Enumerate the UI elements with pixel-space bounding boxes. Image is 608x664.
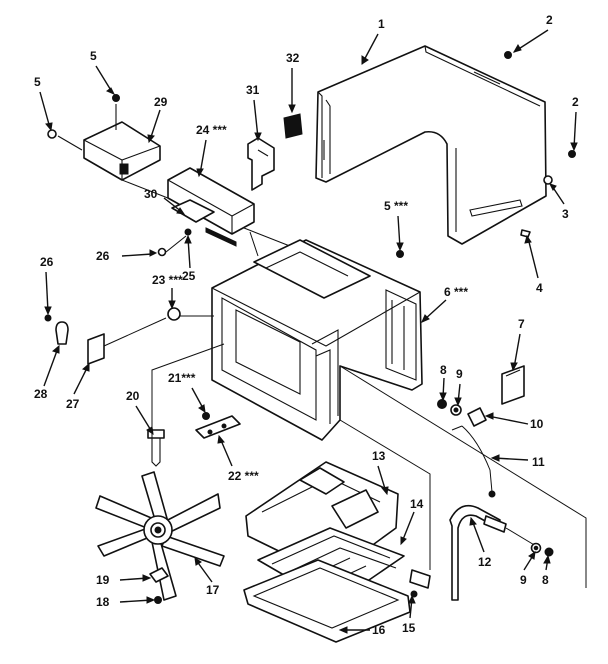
callout-26-left: 26 (40, 255, 54, 269)
callout-17: 17 (206, 583, 220, 597)
callout-2-right: 2 (572, 95, 579, 109)
callout-23: 23 *** (152, 273, 183, 287)
callout-20: 20 (126, 389, 140, 403)
callout-31: 31 (246, 83, 260, 97)
callout-8-upper: 8 (440, 363, 447, 377)
callout-5-mid: 5 *** (384, 199, 408, 213)
callout-5-top: 5 (90, 49, 97, 63)
insulator-pad (283, 113, 303, 139)
cabinet-screws (504, 51, 576, 238)
callout-12: 12 (478, 555, 492, 569)
callout-10: 10 (530, 417, 544, 431)
callout-29: 29 (154, 95, 168, 109)
callout-labels: 1 2 2 3 4 5 5 5 *** 6 *** 7 8 8 9 9 10 1… (34, 13, 579, 637)
callout-16: 16 (372, 623, 386, 637)
callout-24: 24 *** (196, 123, 227, 137)
main-chassis (167, 231, 423, 441)
callout-8-lower: 8 (542, 573, 549, 587)
callout-arrows (39, 29, 578, 634)
callout-28: 28 (34, 387, 48, 401)
callout-9-lower: 9 (520, 573, 527, 587)
access-plate (501, 365, 525, 405)
callout-6: 6 *** (444, 285, 468, 299)
outer-cabinet-cover (315, 45, 547, 245)
callout-21: 21*** (168, 371, 196, 385)
callout-15: 15 (402, 621, 416, 635)
callout-19: 19 (96, 573, 110, 587)
callout-25: 25 (182, 269, 196, 283)
callout-27: 27 (66, 397, 80, 411)
callout-5-left: 5 (34, 75, 41, 89)
callout-14: 14 (410, 497, 424, 511)
callout-3: 3 (562, 207, 569, 221)
tray-and-rack (243, 419, 431, 643)
callout-2-top: 2 (546, 13, 553, 27)
z-bracket (247, 137, 275, 191)
transformer-assembly (157, 167, 255, 257)
callout-18: 18 (96, 595, 110, 609)
callout-11: 11 (532, 455, 545, 469)
hinge-bracket (195, 412, 241, 439)
callout-1: 1 (378, 17, 385, 31)
callout-26-mid: 26 (96, 249, 110, 263)
fan-assembly (95, 343, 225, 604)
callout-13: 13 (372, 449, 386, 463)
thermostat-assembly (339, 365, 587, 588)
callout-30: 30 (144, 187, 158, 201)
relay-cover-assembly (47, 94, 301, 251)
lamp-assembly (44, 314, 167, 365)
callout-9-upper: 9 (456, 367, 463, 381)
heating-probe (449, 504, 537, 601)
callout-7: 7 (518, 317, 525, 331)
callout-22: 22 *** (228, 469, 259, 483)
lower-right-fasteners (530, 542, 554, 557)
callout-4: 4 (536, 281, 543, 295)
callout-32: 32 (286, 51, 300, 65)
